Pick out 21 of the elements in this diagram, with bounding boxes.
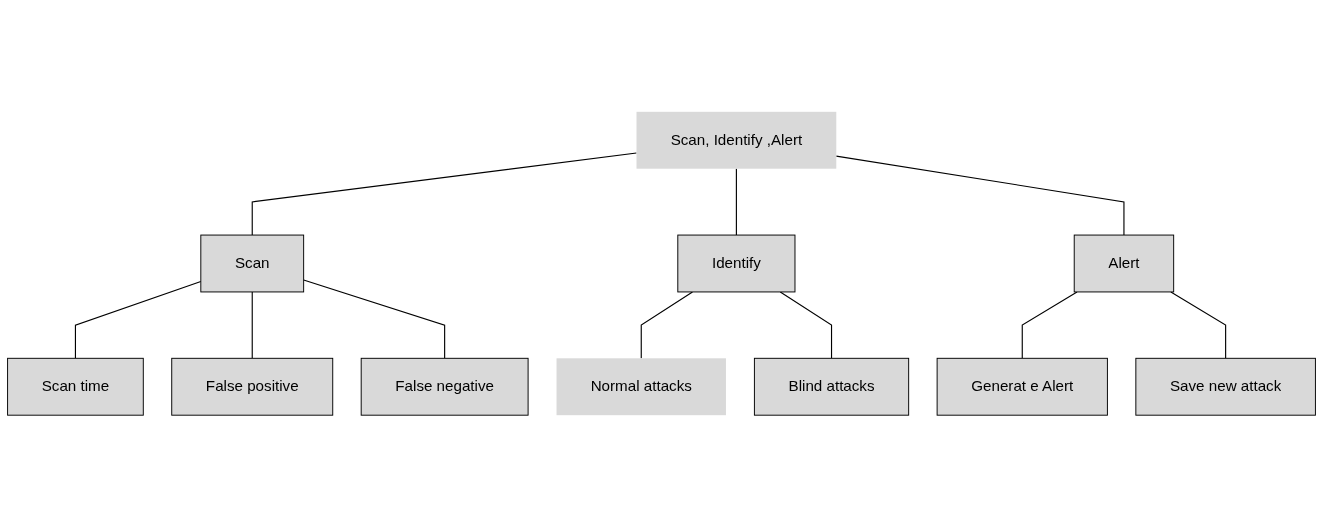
connector: [835, 155, 1125, 236]
node-box: False negative: [360, 357, 529, 416]
connector: [779, 291, 833, 359]
node-box: Save new attack: [1135, 357, 1316, 416]
node-box: Scan time: [7, 357, 144, 416]
connector: [735, 168, 737, 236]
connector: [251, 291, 253, 359]
connector: [1170, 291, 1227, 359]
node-box: Alert: [1073, 234, 1175, 293]
connector: [303, 279, 446, 359]
node-box: Generat e Alert: [936, 357, 1108, 416]
connector: [1021, 291, 1078, 359]
node-box: Scan: [200, 234, 305, 293]
connector: [251, 152, 638, 236]
node-box: False positive: [171, 357, 334, 416]
node-box: Normal attacks: [556, 358, 726, 416]
connector: [640, 291, 694, 359]
node-box: Scan, Identify ,Alert: [636, 111, 837, 169]
node-box: Blind attacks: [753, 357, 910, 416]
connector: [74, 280, 202, 359]
node-box: Identify: [677, 234, 796, 293]
